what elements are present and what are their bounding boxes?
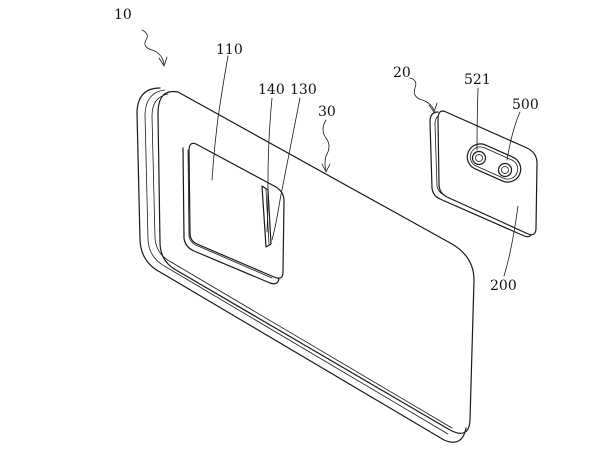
housing-front-face bbox=[157, 90, 475, 434]
leader-521 bbox=[476, 87, 479, 151]
leader-20 bbox=[409, 77, 435, 111]
camera-module-depth bbox=[429, 111, 533, 238]
housing-plate bbox=[136, 87, 475, 443]
label-521: 521 bbox=[464, 72, 491, 88]
lens-left-inner bbox=[475, 154, 483, 162]
leader-10 bbox=[141, 29, 165, 65]
lens-deco-frame bbox=[466, 143, 522, 183]
leader-110 bbox=[211, 55, 229, 181]
leader-lines bbox=[141, 29, 521, 277]
recess-block-side bbox=[182, 147, 280, 285]
leader-200 bbox=[503, 205, 519, 277]
label-130: 130 bbox=[290, 82, 317, 98]
reference-numerals: 10 20 30 110 140 130 521 500 200 bbox=[114, 7, 539, 294]
opening-slot bbox=[261, 185, 272, 248]
leader-10-arrowhead bbox=[158, 56, 168, 67]
recess-block bbox=[182, 142, 285, 285]
housing-thickness-inner-2 bbox=[151, 93, 453, 429]
recess-block-side-inner bbox=[187, 149, 273, 279]
leader-20-arrowhead bbox=[428, 102, 438, 113]
label-110: 110 bbox=[216, 42, 243, 58]
label-500: 500 bbox=[512, 97, 539, 113]
housing-thickness-inner-1 bbox=[144, 89, 449, 435]
leader-140 bbox=[266, 97, 273, 233]
label-20: 20 bbox=[393, 65, 411, 81]
lens-deco-frame-inner bbox=[469, 146, 519, 180]
lens-right bbox=[497, 162, 513, 178]
camera-module-face bbox=[437, 110, 538, 236]
lens-right-inner bbox=[501, 166, 509, 174]
label-10: 10 bbox=[114, 7, 132, 23]
leader-30 bbox=[322, 119, 330, 171]
leader-500 bbox=[506, 111, 521, 161]
label-200: 200 bbox=[490, 278, 517, 294]
housing-thickness-outline bbox=[136, 87, 467, 443]
label-140: 140 bbox=[258, 82, 285, 98]
recess-block-face bbox=[188, 142, 285, 279]
label-30: 30 bbox=[318, 104, 336, 120]
camera-module bbox=[429, 110, 538, 238]
leader-130 bbox=[271, 97, 301, 241]
leader-30-arrowhead bbox=[321, 163, 331, 173]
lens-left bbox=[471, 150, 487, 166]
